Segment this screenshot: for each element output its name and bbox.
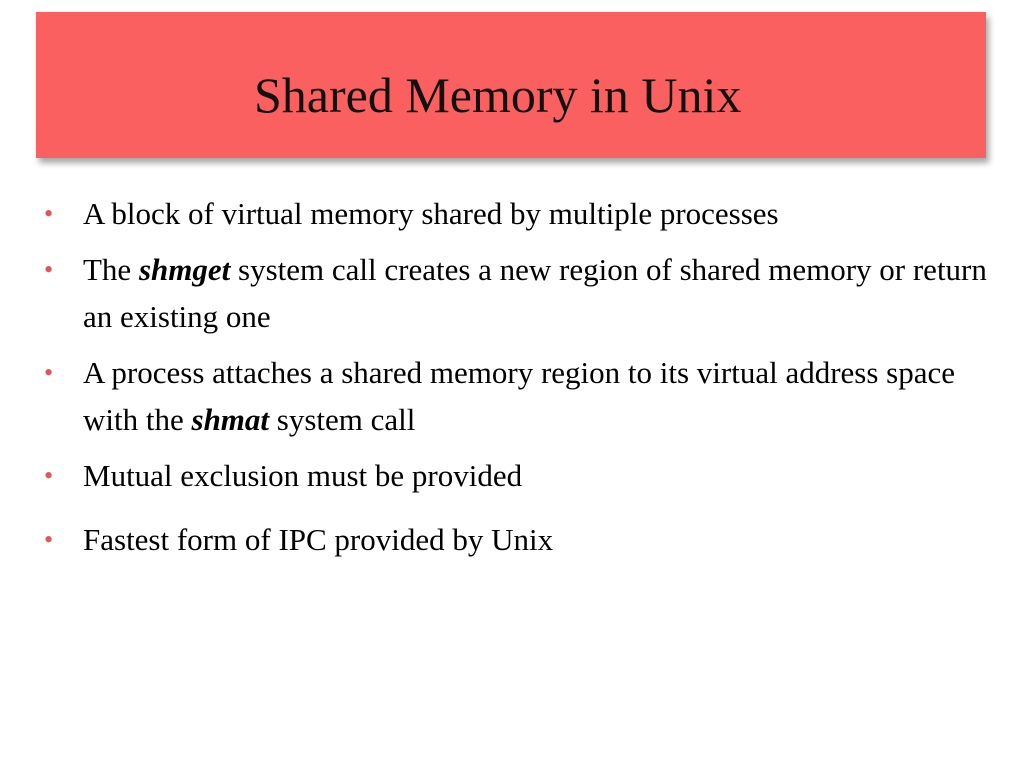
bullet-item: • A block of virtual memory shared by mu…	[44, 190, 994, 237]
title-bar: Shared Memory in Unix	[36, 12, 986, 158]
bullet-dot-icon: •	[44, 255, 54, 284]
bullet-item: • Mutual exclusion must be provided	[44, 452, 994, 499]
bullet-list: • A block of virtual memory shared by mu…	[44, 190, 994, 572]
bullet-text-before: A process attaches a shared memory regio…	[83, 355, 956, 437]
bullet-term: shmat	[191, 402, 270, 437]
bullet-text: A block of virtual memory shared by mult…	[83, 196, 779, 231]
bullet-item: • The shmget system call creates a new r…	[44, 246, 994, 340]
bullet-term: shmget	[138, 252, 231, 287]
bullet-dot-icon: •	[44, 461, 54, 490]
bullet-item: • Fastest form of IPC provided by Unix	[44, 516, 994, 563]
bullet-item: • A process attaches a shared memory reg…	[44, 349, 994, 443]
bullet-text-after: system call creates a new region of shar…	[83, 252, 987, 334]
bullet-text-before: The	[83, 252, 139, 287]
bullet-dot-icon: •	[44, 199, 54, 228]
bullet-dot-icon: •	[44, 358, 54, 387]
bullet-text: Mutual exclusion must be provided	[83, 458, 523, 493]
slide-title: Shared Memory in Unix	[254, 67, 742, 123]
bullet-dot-icon: •	[44, 525, 54, 554]
bullet-text: Fastest form of IPC provided by Unix	[83, 522, 554, 557]
bullet-text-after: system call	[269, 402, 416, 437]
